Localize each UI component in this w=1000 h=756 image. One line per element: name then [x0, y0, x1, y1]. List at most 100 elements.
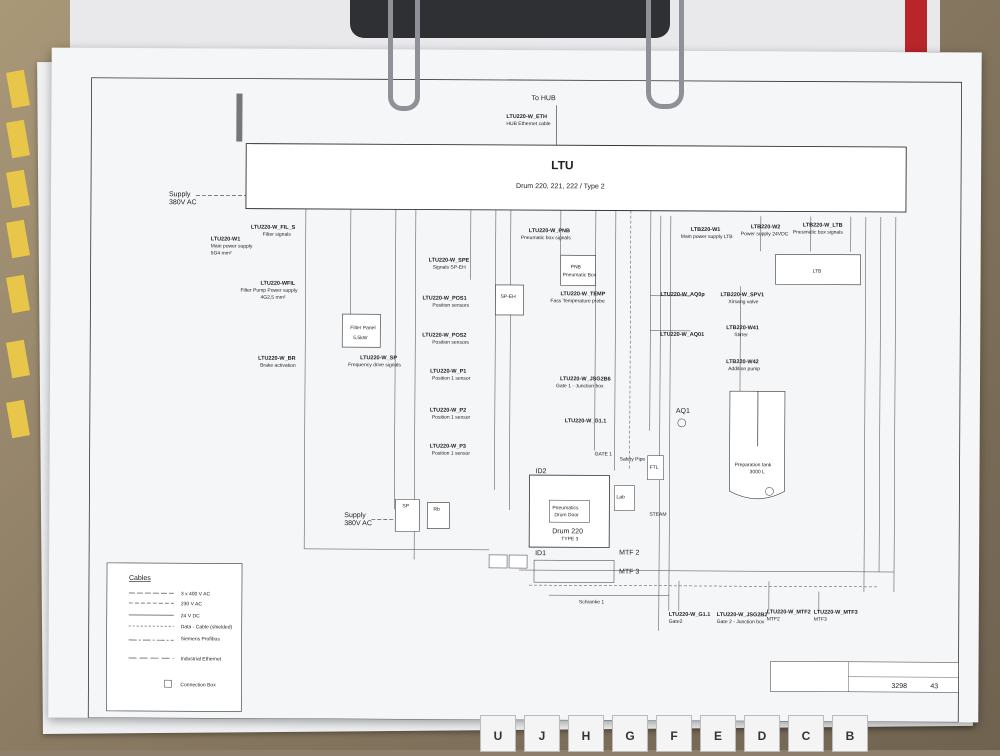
sp-eh-label: SP-EH	[500, 294, 516, 300]
mtf2-label: MTF 2	[619, 550, 639, 557]
mtf3-label: MTF 3	[619, 569, 639, 576]
cable-pos2-desc: Position sensors	[432, 340, 469, 346]
cable-jsg-id: LTU220-W_JSG2B6	[560, 376, 611, 382]
aq1-label: AQ1	[676, 408, 690, 415]
cable-p1-desc: Position 1 sensor	[432, 376, 471, 382]
filter-panel-label: Filter Panel	[350, 325, 375, 331]
rdt-box	[509, 555, 527, 568]
signal-aq01: LTU220-W_AQ01	[660, 332, 704, 338]
cable-wfil-desc: Filter Pump Power supply	[240, 288, 297, 294]
cable-wfil-spec: 4G2,5 mm²	[260, 295, 285, 301]
id1-label: ID1	[535, 550, 546, 557]
pnb-desc: Pneumatic Box	[563, 272, 597, 278]
index-tab[interactable]: J	[524, 715, 560, 752]
ftl-label: FTL	[650, 465, 659, 471]
preparation-tank	[729, 391, 785, 499]
legend-item-1: 3 x 400 V AC	[181, 591, 211, 597]
ltu-subtitle: Drum 220, 221, 222 / Type 2	[516, 183, 605, 190]
cable-p3-id: LTU220-W_P3	[430, 444, 466, 450]
signal-tower-icon	[236, 94, 242, 142]
legend-item-3: 24 V DC	[181, 613, 200, 619]
binder-ring-right	[646, 0, 684, 109]
eth-cable-desc: HUB Ethernet cable	[506, 121, 550, 127]
cable-fil-s-desc: Filter signals	[263, 232, 292, 238]
cable-ltbw2-desc: Power supply 24VDC	[741, 231, 789, 237]
index-tab[interactable]: E	[700, 715, 736, 752]
cable-jsg2-desc: Gate 2 - Junction box	[717, 619, 765, 625]
cables-left-group: LTU220-W_FIL_S Filter signals LTU220-W1 …	[210, 224, 402, 369]
legend-item-7: Connection Box	[180, 682, 216, 688]
gate1-label: GATE 1	[595, 451, 613, 457]
cable-ltbltb-desc: Pneumatic box signals	[793, 229, 844, 235]
cable-pnb-desc: Pneumatic box signals	[521, 235, 572, 241]
cable-p3-desc: Position 1 sensor	[432, 451, 471, 457]
title-page-no: 3298	[891, 683, 907, 690]
cable-mtf3-desc: MTF3	[814, 617, 827, 623]
cable-ltbw2-id: LTB220-W2	[751, 224, 781, 230]
eth-cable-id: LTU220-W_ETH	[506, 114, 547, 120]
schematic-sheet: To HUB LTU220-W_ETH HUB Ethernet cable L…	[48, 48, 981, 723]
cable-fil-s-id: LTU220-W_FIL_S	[251, 225, 296, 231]
index-tab[interactable]: B	[832, 715, 868, 752]
title-sheet: 43	[930, 683, 938, 690]
cable-w41-id: LTB220-W41	[726, 325, 759, 331]
legend-item-2: 230 V AC	[181, 601, 203, 607]
id2-label: ID2	[536, 468, 547, 475]
cable-temp-desc: Fass Temperature probe	[550, 298, 605, 304]
pb-brake-box	[489, 555, 507, 568]
ltu-box	[246, 144, 906, 212]
cable-w1-spec: 5G4 mm²	[211, 250, 232, 256]
steam-label: STEAM	[649, 512, 666, 518]
index-tab[interactable]: C	[788, 715, 824, 752]
cable-spv1-desc: Xirsang valve	[728, 299, 758, 305]
schranke-label: Schranke 1	[579, 599, 605, 605]
to-hub-label: To HUB	[531, 95, 555, 102]
cable-w1-id: LTU220-W1	[211, 236, 241, 242]
signal-aq0p: LTU220-W_AQ0p	[660, 292, 705, 298]
legend-box	[106, 563, 242, 712]
cable-w1-desc: Main power supply	[211, 243, 253, 249]
cable-br-desc: Brake activation	[260, 363, 296, 369]
cable-p1-id: LTU220-W_P1	[430, 369, 466, 375]
cable-spv1-id: LTB220-W_SPV1	[720, 292, 764, 298]
prep-tank-label: Preparation tank	[735, 462, 772, 468]
cable-g2-desc: Gate2	[669, 619, 683, 625]
cable-temp-id: LTU220-W_TEMP	[560, 291, 605, 297]
sticky-tabs	[0, 60, 42, 480]
filter-panel-kw: 5,5kW	[353, 335, 367, 341]
cable-ltbltb-id: LTB220-W_LTB	[803, 223, 843, 229]
cable-jsg-desc: Gate 1 - Junction box	[556, 383, 604, 389]
cable-jsg2-id: LTU220-W_JSG2B2	[717, 612, 768, 618]
cable-spe-desc: Signals SP-EH	[433, 265, 466, 271]
cable-ltbw1-desc: Main power supply LTB	[681, 234, 734, 240]
cable-p2-id: LTU220-W_P2	[430, 408, 466, 414]
ltu-title: LTU	[551, 158, 574, 172]
index-tab[interactable]: D	[744, 715, 780, 752]
cable-pos2-id: LTU220-W_POS2	[422, 333, 466, 339]
cable-pos1-id: LTU220-W_POS1	[422, 296, 466, 302]
index-tab[interactable]: F	[656, 715, 692, 752]
index-tab[interactable]: G	[612, 715, 648, 752]
drum-label: Drum 220	[552, 528, 583, 535]
cable-mtf3-id: LTU220-W_MTF3	[814, 610, 858, 616]
sp-starter-label: SP	[402, 503, 409, 509]
aq1-sensor-icon	[678, 419, 686, 427]
mtf-conveyor	[534, 560, 614, 582]
legend-item-5: Siemens Profibus	[181, 636, 221, 642]
legend-item-4: Data - Cable (shielded)	[181, 624, 233, 630]
pneumatic-door-sub: Drum Door	[554, 512, 579, 518]
cable-w41-desc: Stirrer	[734, 332, 748, 338]
supply-bottom-voltage: 380V AC	[344, 520, 372, 527]
index-tab[interactable]: H	[568, 715, 604, 752]
supply-bottom-label: Supply	[344, 512, 366, 519]
ltb-label: LTB	[813, 269, 822, 275]
cable-p2-desc: Position 1 sensor	[432, 415, 471, 421]
cable-w42-id: LTB220-W42	[726, 359, 759, 365]
index-tabs: U J H G F E D C B	[480, 715, 910, 750]
cable-sp-desc: Frequency drive signals	[348, 362, 401, 368]
index-tab[interactable]: U	[480, 715, 516, 752]
cable-mtf2-desc: MTF2	[767, 616, 780, 622]
cable-g2-id: LTU220-W_G1.1	[669, 612, 710, 618]
cable-pos1-desc: Position sensors	[432, 303, 469, 309]
wiring-diagram: To HUB LTU220-W_ETH HUB Ethernet cable L…	[48, 48, 981, 723]
